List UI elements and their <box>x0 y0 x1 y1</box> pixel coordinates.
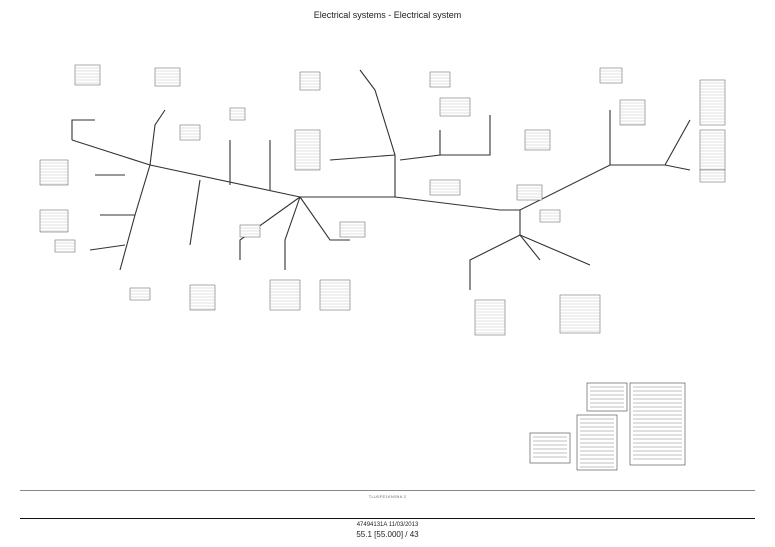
connector-table <box>429 71 451 88</box>
connector-table <box>179 124 201 141</box>
notes-box-2 <box>576 414 618 471</box>
connector-table <box>339 221 366 238</box>
connector-table <box>429 179 461 196</box>
page-title: Electrical systems - Electrical system <box>313 10 462 20</box>
notes-area <box>529 382 686 471</box>
connector-table <box>516 184 543 201</box>
connector-table <box>699 129 726 171</box>
connector-table <box>699 79 726 126</box>
branch-far-right-3 <box>664 164 691 171</box>
main-trunk <box>71 139 665 211</box>
connector-table <box>559 294 601 334</box>
connector-table <box>189 284 216 311</box>
connector-table <box>39 159 69 186</box>
footer-rule-top <box>20 490 755 491</box>
branch-down-right-3 <box>519 234 541 261</box>
branch-right-up <box>399 130 441 161</box>
branch-upper-1 <box>149 109 166 166</box>
branch-low-2 <box>284 196 301 270</box>
branch-far-right-2 <box>664 119 691 166</box>
branch-top-left <box>71 119 95 140</box>
connector-tables <box>39 64 726 336</box>
connector-table <box>599 67 623 84</box>
document-id: 47494131A 11/03/2013 <box>356 522 419 528</box>
branch-left-3 <box>89 244 126 251</box>
harness-lines <box>71 69 691 290</box>
branch-right-up-2 <box>440 115 491 156</box>
branch-low-4 <box>189 179 201 246</box>
footer-rule-bottom <box>20 518 755 519</box>
notes-box-3 <box>586 382 628 412</box>
connector-table <box>619 99 646 126</box>
notes-box-1 <box>529 432 571 464</box>
branch-down-right <box>469 210 521 290</box>
branch-mid-top-2 <box>329 154 396 161</box>
branch-low-1 <box>239 196 301 260</box>
branch-mid-top <box>359 69 396 197</box>
page-number: 55.1 [55.000] / 43 <box>356 530 419 539</box>
connector-table <box>474 299 506 336</box>
connector-table <box>39 209 69 233</box>
branch-down-right-2 <box>519 234 591 266</box>
branch-left-1 <box>119 164 151 271</box>
connector-table <box>294 129 321 171</box>
branch-low-3 <box>299 196 350 241</box>
figure-code: TLU0FE1KNS9A 2 <box>368 494 407 499</box>
